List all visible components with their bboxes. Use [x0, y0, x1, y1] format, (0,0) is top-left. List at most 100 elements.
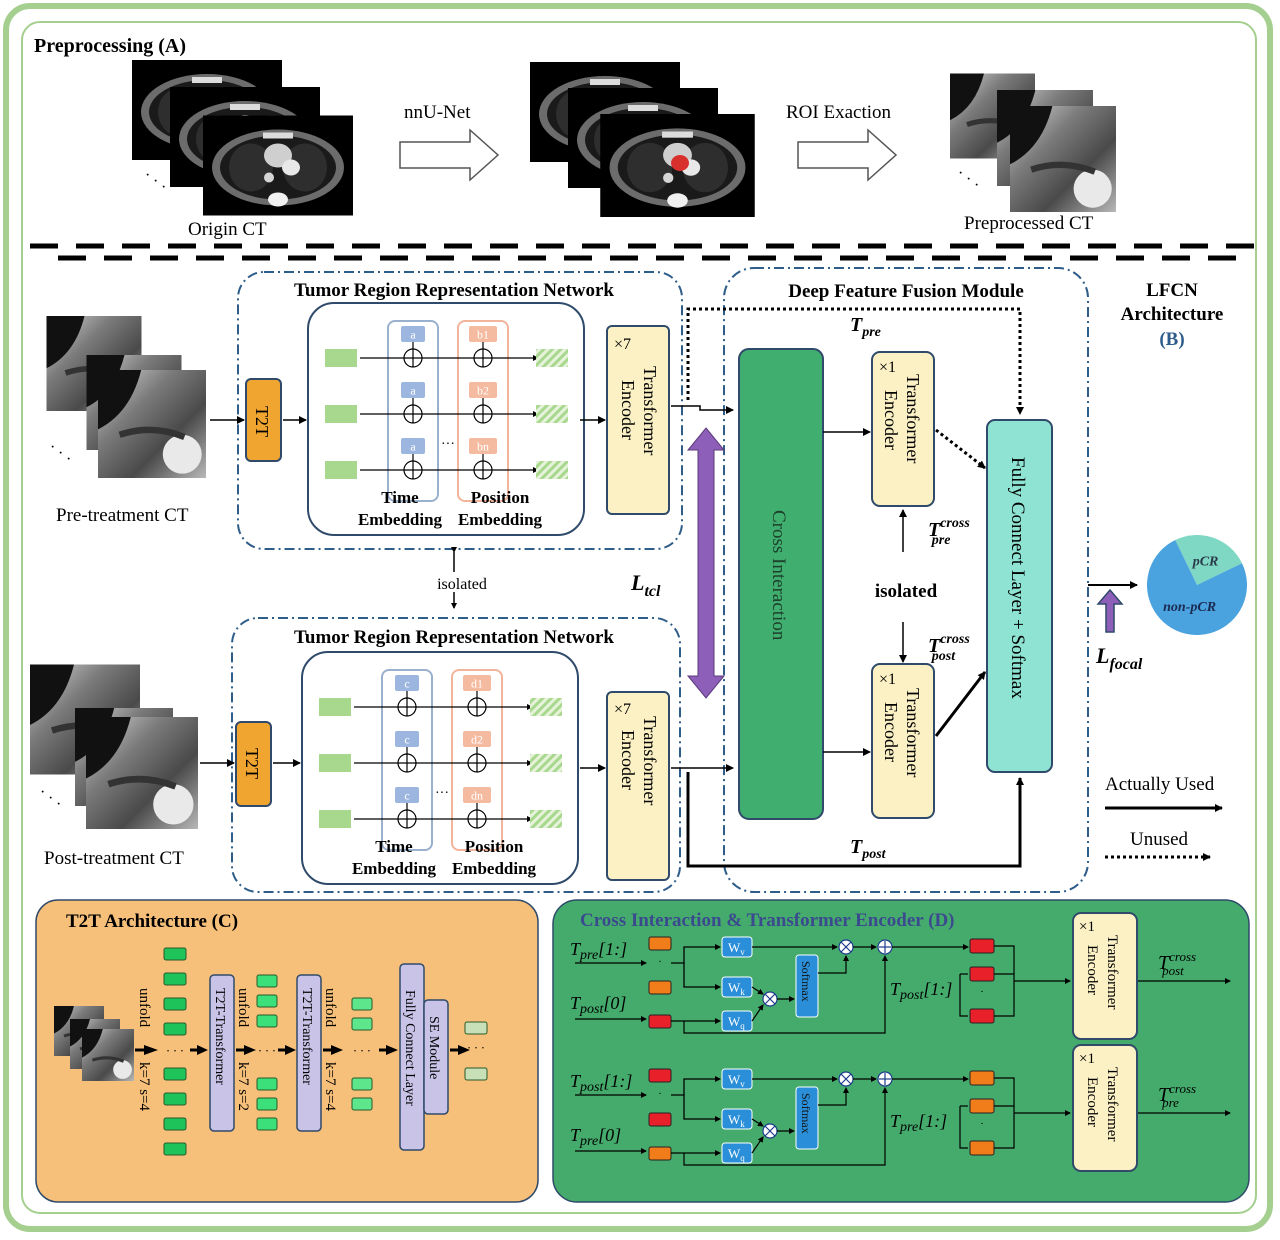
- svg-text:·: ·: [50, 439, 55, 456]
- post-time-token-label: c: [404, 789, 409, 803]
- token: [163, 1067, 187, 1081]
- post-pos-token-label: d2: [471, 733, 483, 747]
- svg-text:k=7 s=2: k=7 s=2: [235, 1062, 251, 1111]
- t2t-se-module: SE Module: [423, 999, 449, 1115]
- post-pos-token: [463, 731, 491, 747]
- isolated-label-right: isolated: [875, 581, 938, 602]
- pre-pos-label-2: Embedding: [458, 510, 543, 529]
- transformer-encoder-post-x1: ×1 Transformer Encoder: [871, 663, 935, 819]
- svg-text:Encoder: Encoder: [618, 730, 638, 790]
- top-input-all-label: Tpre[1:]: [570, 939, 627, 963]
- svg-text:·: ·: [980, 1118, 984, 1130]
- post-pos-token-label: dn: [471, 789, 483, 803]
- pre-patch-token: [325, 405, 357, 423]
- token: [969, 1008, 995, 1024]
- w-v-label: Wv: [728, 940, 745, 957]
- token-ellipsis: · · ·: [353, 1043, 371, 1058]
- svg-text:×1: ×1: [879, 671, 896, 688]
- svg-text:unfold: unfold: [136, 988, 152, 1028]
- softmax-label: Softmax: [799, 1093, 813, 1134]
- w-v-label: Wv: [728, 1072, 745, 1089]
- legend-unused-label: Unused: [1130, 829, 1189, 850]
- svg-text:SE Module: SE Module: [426, 1016, 441, 1079]
- trrn-pre-container: [237, 271, 683, 550]
- softmax-box: [795, 954, 819, 1018]
- svg-text:·: ·: [161, 179, 166, 196]
- svg-text:k=7 s=4: k=7 s=4: [322, 1062, 338, 1112]
- token: [163, 947, 187, 961]
- post-time-label-2: Embedding: [352, 859, 437, 878]
- post-embedding-box: [301, 651, 579, 885]
- top-encoder-label-1: Transformer: [1104, 935, 1120, 1009]
- svg-text:·: ·: [980, 986, 984, 998]
- svg-text:·: ·: [145, 167, 150, 184]
- pre-pos-token: [469, 382, 497, 398]
- token: [256, 974, 278, 988]
- token: [163, 1022, 187, 1036]
- svg-text:Fully Connect Layer: Fully Connect Layer: [402, 990, 417, 1106]
- k7s2-label: k=7 s=2: [235, 1062, 251, 1111]
- token: [256, 1117, 278, 1131]
- pre-patch-token: [325, 461, 357, 479]
- pre-treatment-ct-stack: · · ·: [47, 316, 207, 478]
- w-q-label: Wq: [728, 1014, 745, 1031]
- svg-text:unfold: unfold: [322, 988, 338, 1028]
- token: [969, 1070, 995, 1086]
- svg-text:·: ·: [66, 451, 71, 468]
- nnunet-arrow-icon: [399, 128, 500, 182]
- post-time-token-label: c: [404, 677, 409, 691]
- token: [464, 1021, 488, 1035]
- trrn-post-title: Tumor Region Representation Network: [294, 627, 614, 648]
- roi-arrow-icon: [797, 128, 898, 182]
- lfcn-title-1: LFCN: [1146, 280, 1198, 301]
- top-encoder-repeat: ×1: [1079, 919, 1095, 935]
- w-q-label: Wq: [728, 1146, 745, 1163]
- preprocessing-title: Preprocessing (A): [34, 35, 186, 57]
- post-ellipsis: ···: [435, 786, 449, 801]
- svg-text:×1: ×1: [879, 359, 896, 376]
- token: [969, 1140, 995, 1156]
- token: [256, 1097, 278, 1111]
- pre-time-token: [401, 326, 425, 342]
- t-pre-label: Tpre: [850, 314, 881, 340]
- token: [163, 1117, 187, 1131]
- pre-patch-token: [325, 349, 357, 367]
- token-ellipsis: · · ·: [166, 1043, 184, 1058]
- token: [256, 1077, 278, 1091]
- token: [351, 997, 373, 1011]
- pre-time-label-1: Time: [381, 488, 419, 507]
- cross-arch-title: Cross Interaction & Transformer Encoder …: [580, 910, 955, 931]
- transformer-encoder-pre-x1: ×1 Transformer Encoder: [871, 351, 935, 507]
- svg-text:×7: ×7: [614, 336, 631, 353]
- lfcn-title-3: (B): [1159, 329, 1184, 350]
- t2t-arch-title: T2T Architecture (C): [66, 911, 238, 932]
- ltcl-double-arrow: [686, 427, 726, 699]
- token: [648, 1146, 672, 1161]
- t2t-transformer-2: T2T-Transformer: [296, 974, 322, 1132]
- bottom-encoder-label-1: Transformer: [1104, 1067, 1120, 1141]
- token: [256, 994, 278, 1008]
- token: [648, 980, 672, 995]
- svg-text:Transformer: Transformer: [640, 716, 660, 805]
- bottom-encoder-label-2: Encoder: [1084, 1077, 1100, 1127]
- token: [969, 1098, 995, 1114]
- ltcl-label: Ltcl: [630, 570, 661, 600]
- pre-pos-token-label: bn: [477, 440, 489, 454]
- token: [163, 1142, 187, 1156]
- post-time-token-label: c: [404, 733, 409, 747]
- roi-label: ROI Exaction: [786, 102, 892, 123]
- unfold-label-1: unfold: [136, 988, 152, 1028]
- k7s4-label-2: k=7 s=4: [322, 1062, 338, 1112]
- svg-text:·: ·: [153, 173, 158, 190]
- svg-text:Cross Interaction: Cross Interaction: [768, 510, 789, 641]
- preprocessed-ct-label: Preprocessed CT: [964, 213, 1094, 234]
- t-post-label: Tpost: [850, 836, 887, 862]
- arrow-pre-to-cross: [671, 405, 734, 414]
- arrow-enc-pre-to-fc: [935, 428, 986, 470]
- bottom-right-all-label: Tpre[1:]: [890, 1111, 947, 1135]
- post-output-token: [530, 754, 562, 772]
- token: [163, 1092, 187, 1106]
